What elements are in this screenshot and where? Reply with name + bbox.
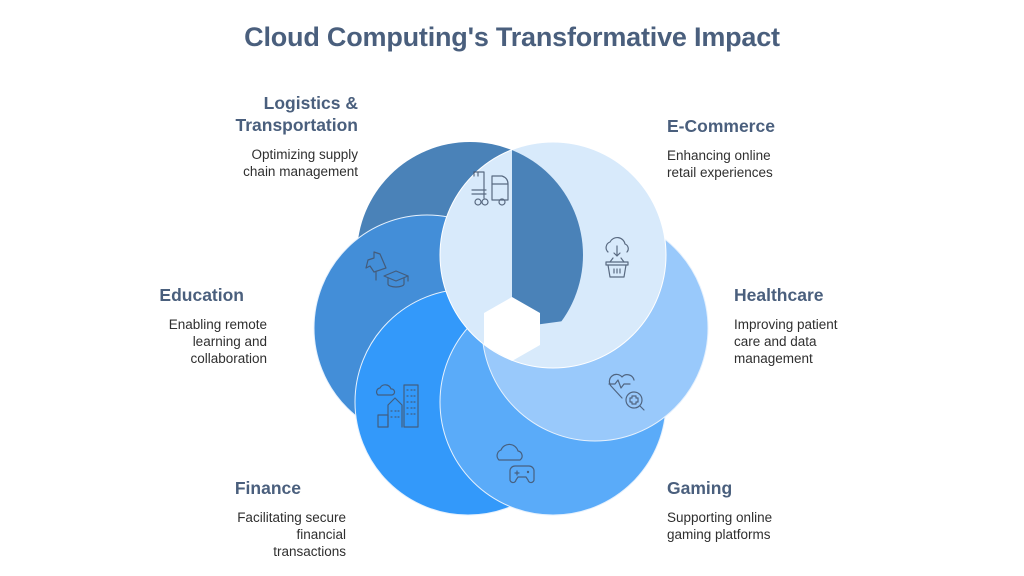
segment-education: Education Enabling remote learning and c…	[67, 284, 267, 367]
heart-health-icon	[608, 373, 645, 411]
description-line: management	[734, 351, 813, 366]
segment-description: Improving patient care and data manageme…	[734, 316, 934, 367]
segment-description: Optimizing supply chain management	[158, 146, 358, 180]
segment-title: E-Commerce	[667, 116, 775, 136]
description-line: transactions	[273, 544, 346, 559]
segment-title: Transportation	[235, 115, 358, 135]
segment-description: Supporting online gaming platforms	[667, 509, 867, 543]
description-line: Improving patient	[734, 317, 838, 332]
description-line: financial	[296, 527, 346, 542]
description-line: care and data	[734, 334, 817, 349]
segment-title: Healthcare	[734, 285, 824, 305]
graduation-cap-icon	[365, 251, 409, 288]
cloud-buildings-icon	[376, 384, 419, 428]
segment-description: Facilitating secure financial transactio…	[146, 509, 346, 560]
truck-icon	[471, 171, 509, 206]
segment-title: Gaming	[667, 478, 733, 498]
segment-description: Enhancing online retail experiences	[667, 147, 867, 181]
description-line: Enhancing online	[667, 148, 771, 163]
segment-healthcare: Healthcare Improving patient care and da…	[734, 284, 934, 367]
cloud-gamepad-icon	[496, 443, 535, 484]
description-line: learning and	[192, 334, 267, 349]
segment-title: Logistics &	[263, 93, 358, 113]
description-line: gaming platforms	[667, 527, 771, 542]
segment-title: Education	[159, 285, 244, 305]
description-line: retail experiences	[667, 165, 773, 180]
description-line: Enabling remote	[168, 317, 267, 332]
segment-gaming: Gaming Supporting online gaming platform…	[667, 477, 867, 543]
segment-logistics: Logistics & Transportation Optimizing su…	[158, 92, 358, 180]
description-line: collaboration	[190, 351, 267, 366]
segment-description: Enabling remote learning and collaborati…	[67, 316, 267, 367]
segment-finance: Finance Facilitating secure financial tr…	[146, 477, 346, 560]
description-line: chain management	[243, 164, 358, 179]
center-hole	[484, 297, 540, 361]
description-line: Optimizing supply	[251, 147, 358, 162]
diagram-title: Cloud Computing's Transformative Impact	[244, 22, 780, 52]
segment-title: Finance	[234, 478, 301, 498]
description-line: Supporting online	[667, 510, 773, 525]
segment-ecommerce: E-Commerce Enhancing online retail exper…	[667, 115, 867, 181]
description-line: Facilitating secure	[237, 510, 346, 525]
cloud-basket-icon	[605, 236, 629, 278]
